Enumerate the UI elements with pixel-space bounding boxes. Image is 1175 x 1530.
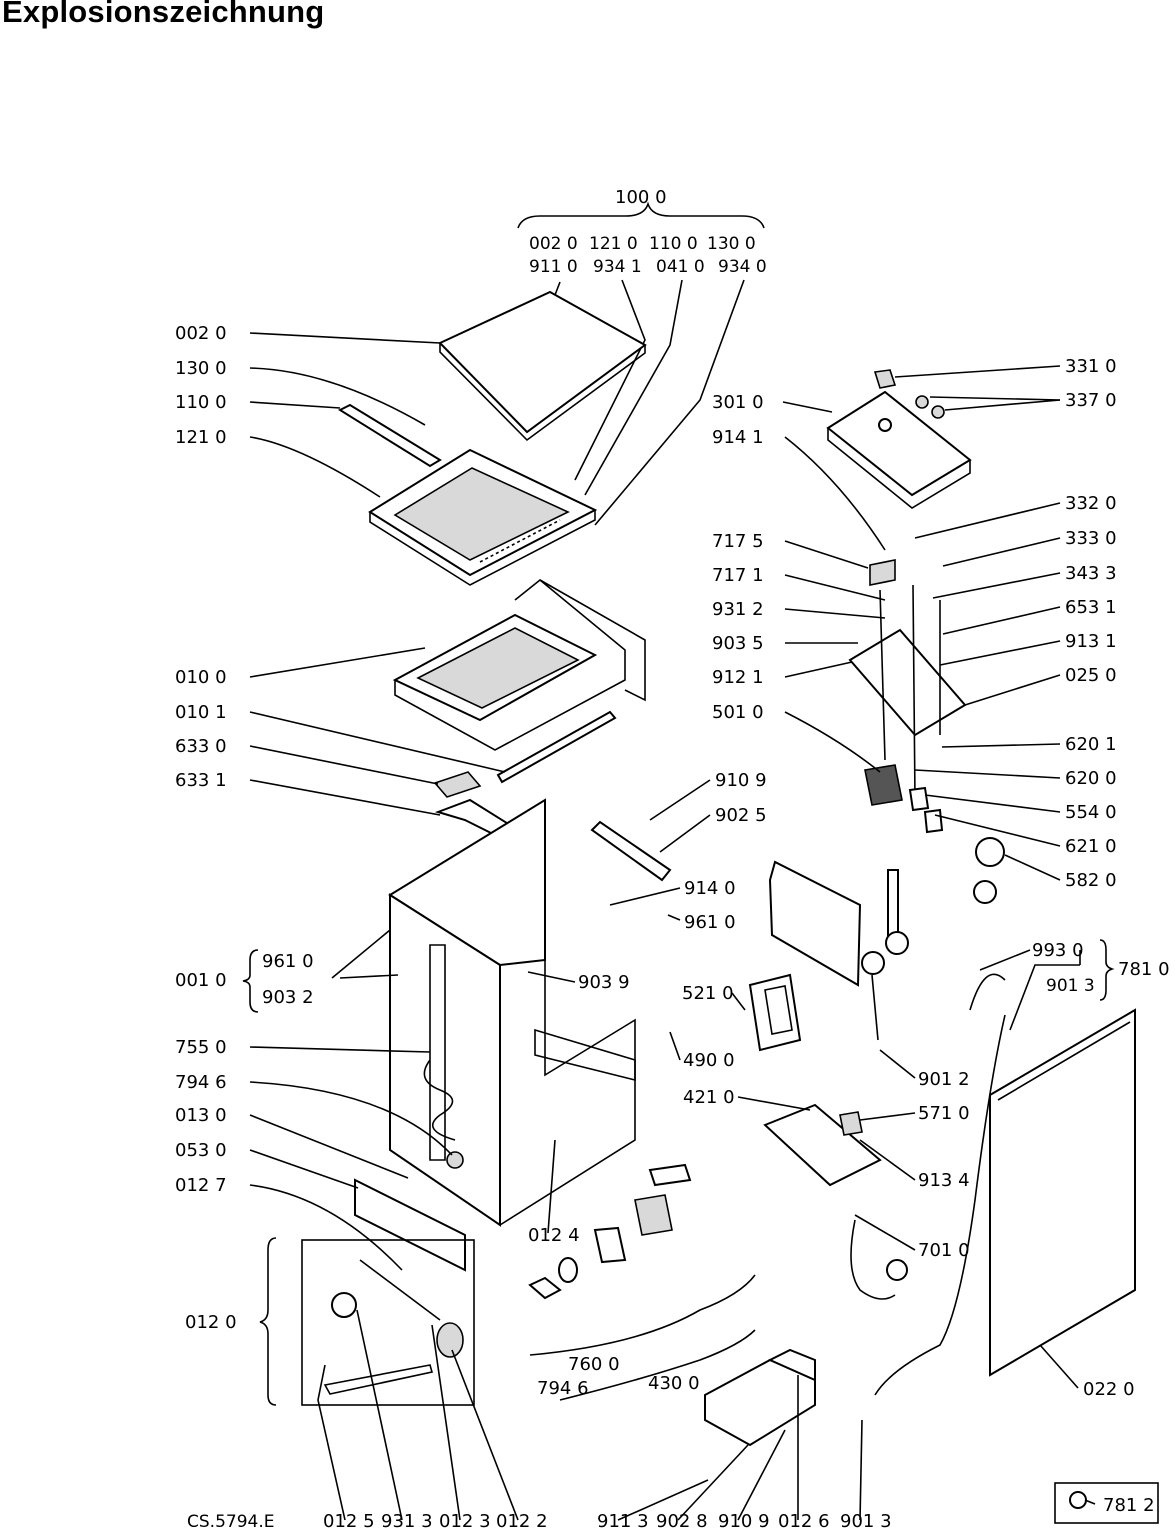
part-label: 621 0 [1065,836,1117,857]
lid-part [438,290,647,434]
part-label: 961 0 [262,951,314,972]
part-label: 130 0 [175,358,227,379]
part-label: 012 3 [439,1511,491,1530]
middle-labels: 910 9 902 5 914 0 961 0 903 9 521 0 490 … [528,770,1170,1400]
part-label: 430 0 [648,1373,700,1394]
page-title: Explosionszeichnung [2,0,325,29]
part-label: 332 0 [1065,493,1117,514]
part-label: 913 1 [1065,631,1117,652]
part-label: 001 0 [175,970,227,991]
part-label: 910 9 [718,1511,770,1530]
part-label: 755 0 [175,1037,227,1058]
part-label: 012 5 [323,1511,375,1530]
part-label: 902 5 [715,805,767,826]
part-label: 781 0 [1118,959,1170,980]
inset-label: 781 2 [1103,1495,1155,1516]
back-panel-part [989,1008,1136,1377]
assembly-header: 100 0 002 0 121 0 110 0 130 0 911 0 934 … [517,187,767,526]
part-label: 717 1 [712,565,764,586]
part-label: 912 1 [712,667,764,688]
part-label: 717 5 [712,531,764,552]
part-label: 110 0 [175,392,227,413]
parts-drawing [301,290,1159,1524]
part-label: 901 2 [918,1069,970,1090]
part-label: 337 0 [1065,390,1117,411]
assembly-row1-item: 110 0 [649,234,698,254]
part-label: 012 4 [528,1225,580,1246]
part-label: 901 3 [1046,976,1095,996]
part-label: 760 0 [568,1354,620,1375]
part-label: 301 0 [712,392,764,413]
part-label: 331 0 [1065,356,1117,377]
part-label: 794 6 [175,1072,227,1093]
part-label: 993 0 [1032,940,1084,961]
part-label: 053 0 [175,1140,227,1161]
part-label: 012 7 [175,1175,227,1196]
part-label: 911 3 [597,1511,649,1530]
part-label: 931 3 [381,1511,433,1530]
assembly-row2-item: 934 0 [718,257,767,277]
part-label: 343 3 [1065,563,1117,584]
bottom-labels: CS.5794.E 012 5 931 3 012 3 012 2 911 3 … [187,1495,1155,1530]
assembly-row1-item: 121 0 [589,234,638,254]
part-label: 914 1 [712,427,764,448]
part-label: 903 5 [712,633,764,654]
part-label: 490 0 [683,1050,735,1071]
part-label: 620 0 [1065,768,1117,789]
assembly-row1-item: 130 0 [707,234,756,254]
part-label: 903 9 [578,972,630,993]
assembly-top-label: 100 0 [615,187,667,208]
part-label: 902 8 [656,1511,708,1530]
part-label: 022 0 [1083,1379,1135,1400]
part-label: 701 0 [918,1240,970,1261]
part-label: 582 0 [1065,870,1117,891]
part-label: 633 0 [175,736,227,757]
assembly-row1-item: 002 0 [529,234,578,254]
part-label: 903 2 [262,987,314,1008]
part-label: 012 0 [185,1312,237,1333]
right-labels: 331 0 337 0 301 0 914 1 332 0 717 5 333 … [712,356,1117,891]
part-label: 913 4 [918,1170,970,1191]
part-label: 025 0 [1065,665,1117,686]
part-label: 914 0 [684,878,736,899]
part-label: 012 6 [778,1511,830,1530]
part-label: 010 0 [175,667,227,688]
assembly-row2-item: 934 1 [593,257,642,277]
part-label: 794 6 [537,1378,589,1399]
part-label: 121 0 [175,427,227,448]
part-label: 571 0 [918,1103,970,1124]
assembly-row2-item: 041 0 [656,257,705,277]
part-label: 653 1 [1065,597,1117,618]
part-label: 554 0 [1065,802,1117,823]
part-label: 633 1 [175,770,227,791]
part-label: 002 0 [175,323,227,344]
hose-clip-icon [1069,1491,1096,1509]
leader-lines [249,332,1081,1521]
part-label: 501 0 [712,702,764,723]
part-label: 333 0 [1065,528,1117,549]
left-labels: 002 0 130 0 110 0 121 0 010 0 010 1 633 … [175,323,314,1406]
part-label: 421 0 [683,1087,735,1108]
part-label: 931 2 [712,599,764,620]
assembly-row2-item: 911 0 [529,257,578,277]
part-label: 901 3 [840,1511,892,1530]
drawing-code: CS.5794.E [187,1512,274,1530]
part-label: 012 2 [496,1511,548,1530]
part-label: 961 0 [684,912,736,933]
part-label: 620 1 [1065,734,1117,755]
part-label: 521 0 [682,983,734,1004]
part-label: 013 0 [175,1105,227,1126]
part-label: 910 9 [715,770,767,791]
part-label: 010 1 [175,702,227,723]
